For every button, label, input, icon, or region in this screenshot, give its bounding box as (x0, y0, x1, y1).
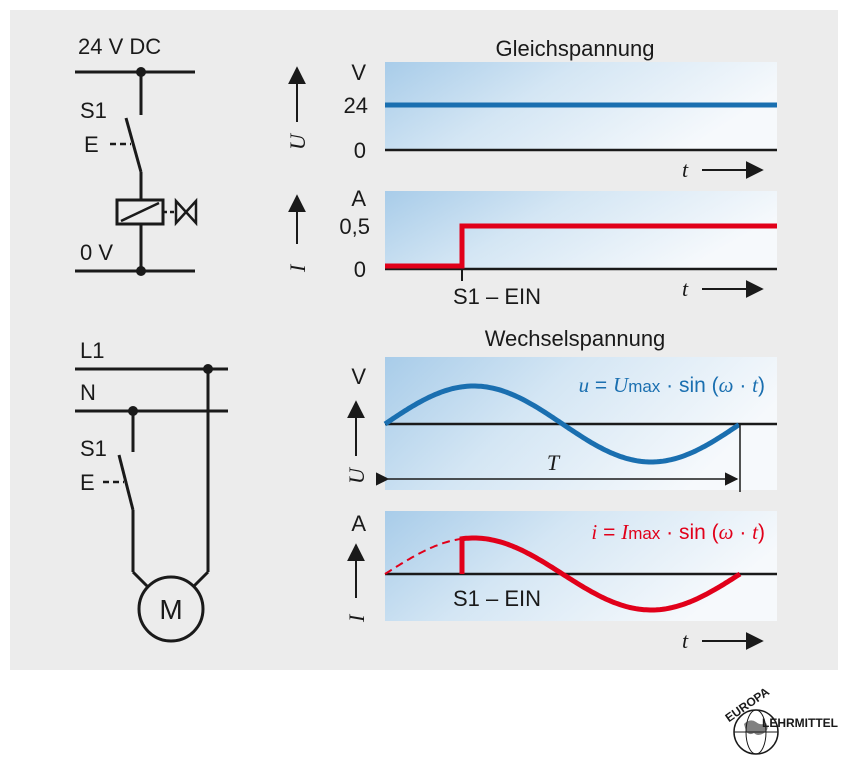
ac-current-unit: A (351, 511, 366, 536)
motor-icon (137, 575, 205, 643)
ac-wire-diag-right (192, 570, 210, 588)
ac-voltage-unit: V (351, 364, 366, 389)
dc-current-quantity: I (285, 263, 310, 273)
dc-current-plot-area (385, 191, 777, 269)
ac-voltage-sine (383, 383, 741, 465)
ac-switch-symbol: E (80, 470, 95, 495)
ac-current-sine (459, 535, 742, 613)
ac-time-label: t (682, 628, 689, 653)
dc-switch-symbol: E (84, 132, 99, 157)
voltage-formula: u = Umax · sin (ω · t) (579, 373, 765, 397)
dc-switch-contact (124, 117, 143, 173)
dc-ground-label: 0 V (80, 240, 113, 265)
valve-icon (174, 197, 198, 227)
ac-neutral-label: N (80, 380, 96, 405)
ac-wire-diag-left (131, 570, 149, 588)
dc-coil-winding (120, 201, 160, 223)
dc-circuit (75, 67, 198, 276)
dc-switch-label: S1 (80, 98, 107, 123)
dc-voltage-tick-0: 0 (354, 138, 366, 163)
dc-title: Gleichspannung (495, 36, 654, 61)
dc-voltage-tick-24: 24 (344, 93, 368, 118)
dc-current-unit: A (351, 186, 366, 211)
dc-junction-bottom (136, 266, 146, 276)
ac-switch-contact (117, 454, 135, 511)
ac-current-plot-area (385, 511, 777, 621)
dc-current-line (385, 223, 777, 269)
ac-line-label: L1 (80, 338, 104, 363)
ac-current-dashed (384, 537, 462, 575)
current-formula: i = Imax · sin (ω · t) (591, 520, 765, 544)
ac-circuit (75, 364, 228, 643)
ac-switch-label: S1 (80, 436, 107, 461)
europa-lehrmittel-logo: EUROPA LEHRMITTEL (723, 684, 838, 755)
ac-voltage-quantity: U (344, 466, 369, 484)
dc-current-tick-0: 0 (354, 257, 366, 282)
ac-switch-event-label: S1 – EIN (453, 586, 541, 611)
dc-current-tick-05: 0,5 (339, 214, 370, 239)
ac-title: Wechselspannung (485, 326, 666, 351)
dc-switch-event-label: S1 – EIN (453, 284, 541, 309)
dc-voltage-time-label: t (682, 157, 689, 182)
period-label: T (547, 450, 561, 475)
dc-current-time-label: t (682, 276, 689, 301)
dc-voltage-quantity: U (285, 132, 310, 150)
globe-land (744, 720, 768, 735)
motor-label: M (159, 594, 182, 625)
dc-supply-label: 24 V DC (78, 34, 161, 59)
ac-current-quantity: I (344, 613, 369, 623)
logo-side-text: LEHRMITTEL (762, 716, 838, 730)
dc-voltage-unit: V (351, 60, 366, 85)
